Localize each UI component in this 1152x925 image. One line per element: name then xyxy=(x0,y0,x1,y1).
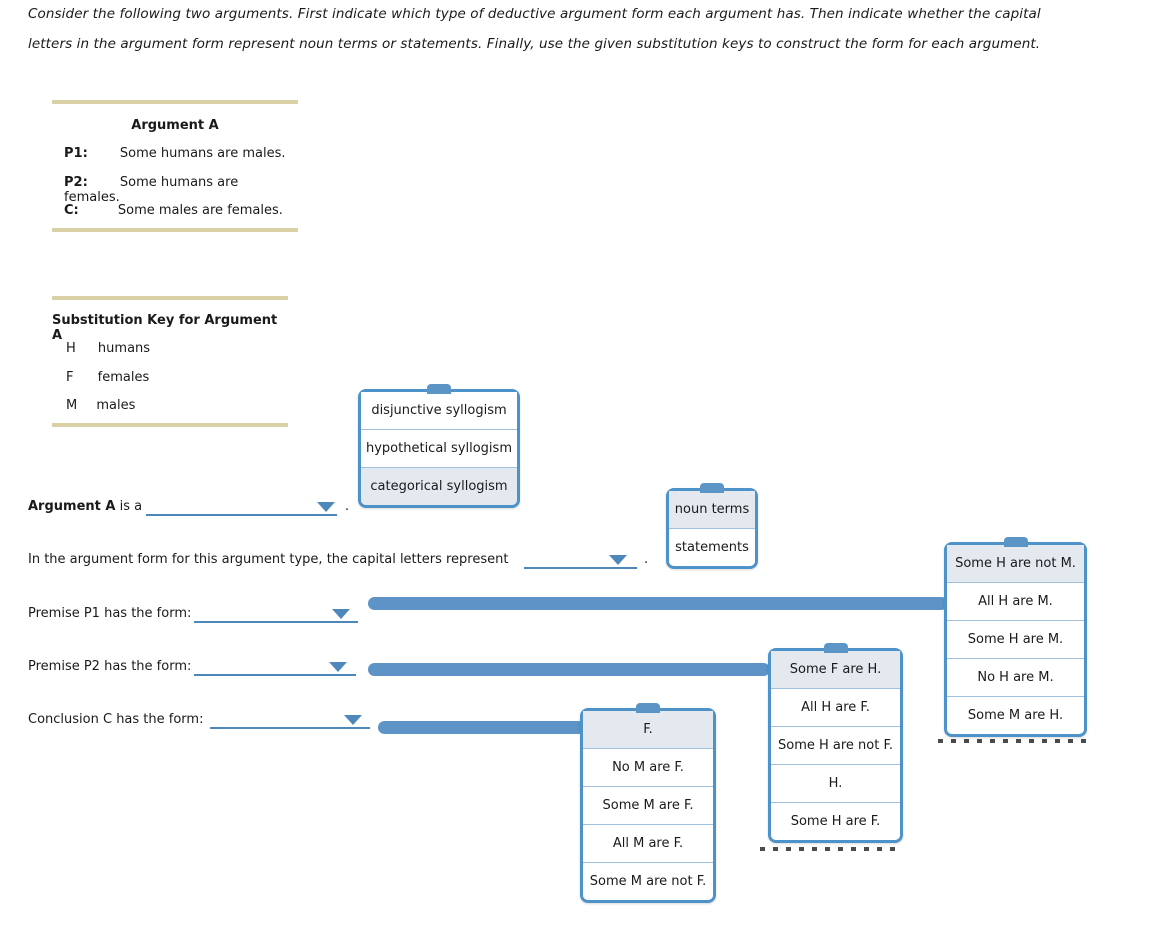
option-all-h-are-m[interactable]: All H are M. xyxy=(947,583,1084,621)
conclusion-c-connector-bar xyxy=(378,721,585,734)
argument-type-dropdown-arrow-icon[interactable] xyxy=(317,502,335,512)
question-capital-letters-period: . xyxy=(644,552,649,567)
option-some-m-are-h[interactable]: Some M are H. xyxy=(947,697,1084,734)
argument-type-blank[interactable] xyxy=(146,514,337,516)
premise-p1-text: Some humans are males. xyxy=(119,146,286,161)
premise-p2-blank[interactable] xyxy=(194,674,356,676)
conclusion-c-text: Some males are females. xyxy=(117,203,283,218)
capital-letters-options-popup: noun terms statements xyxy=(666,483,758,569)
key-row-f: F females xyxy=(66,370,149,385)
substitution-key-title: Substitution Key for Argument A xyxy=(52,313,278,343)
key-term-males: males xyxy=(96,398,136,413)
option-h[interactable]: H. xyxy=(771,765,900,803)
option-some-h-are-not-f[interactable]: Some H are not F. xyxy=(771,727,900,765)
premise-p2-connector-bar xyxy=(368,663,770,676)
option-disjunctive-syllogism[interactable]: disjunctive syllogism xyxy=(361,392,517,430)
option-some-f-are-h[interactable]: Some F are H. xyxy=(771,651,900,689)
conclusion-c-label: C: xyxy=(64,203,79,218)
premise-p1-blank[interactable] xyxy=(194,621,358,623)
premise-p1-dropdown-arrow-icon[interactable] xyxy=(332,609,350,619)
premise-p2-dropdown-arrow-icon[interactable] xyxy=(329,662,347,672)
argument-a-row-c: C: Some males are females. xyxy=(64,203,283,218)
option-some-m-are-not-f[interactable]: Some M are not F. xyxy=(583,863,713,900)
argument-a-title: Argument A xyxy=(131,118,219,133)
conclusion-c-blank[interactable] xyxy=(210,727,370,729)
premise-p2-label: P2: xyxy=(64,175,88,190)
conclusion-c-options-popup: F. No M are F. Some M are F. All M are F… xyxy=(580,703,716,903)
instructions-line-1: Consider the following two arguments. Fi… xyxy=(28,6,1041,22)
option-categorical-syllogism[interactable]: categorical syllogism xyxy=(361,468,517,505)
premise-p1-label: P1: xyxy=(64,146,88,161)
option-some-h-are-m[interactable]: Some H are M. xyxy=(947,621,1084,659)
option-all-m-are-f[interactable]: All M are F. xyxy=(583,825,713,863)
instructions-line-2: letters in the argument form represent n… xyxy=(28,36,1041,52)
question-capital-letters: In the argument form for this argument t… xyxy=(28,552,509,567)
option-some-h-are-not-m[interactable]: Some H are not M. xyxy=(947,545,1084,583)
premise-p2-form-label: Premise P2 has the form: xyxy=(28,659,192,674)
option-all-h-are-f[interactable]: All H are F. xyxy=(771,689,900,727)
clipped-text-artifact xyxy=(760,847,903,851)
question-argument-type-bold: Argument A xyxy=(28,499,116,514)
option-some-m-are-f[interactable]: Some M are F. xyxy=(583,787,713,825)
argument-type-options-popup: disjunctive syllogism hypothetical syllo… xyxy=(358,384,520,508)
premise-p2-options-popup: Some F are H. All H are F. Some H are no… xyxy=(768,643,903,843)
premise-p1-connector-bar xyxy=(368,597,948,610)
popup-handle-icon xyxy=(1003,537,1028,547)
option-some-h-are-f[interactable]: Some H are F. xyxy=(771,803,900,840)
key-row-h: H humans xyxy=(66,341,150,356)
capital-letters-blank[interactable] xyxy=(524,567,637,569)
conclusion-c-form-label: Conclusion C has the form: xyxy=(28,712,204,727)
option-no-m-are-f[interactable]: No M are F. xyxy=(583,749,713,787)
question-argument-type-rest: is a xyxy=(115,499,143,514)
question-argument-type-period: . xyxy=(345,499,350,514)
option-no-h-are-m[interactable]: No H are M. xyxy=(947,659,1084,697)
substitution-key-box: Substitution Key for Argument A H humans… xyxy=(52,296,288,427)
premise-p2-text: Some humans are females. xyxy=(64,175,239,205)
argument-a-box: Argument A P1: Some humans are males. P2… xyxy=(52,100,298,232)
clipped-text-artifact xyxy=(938,739,1090,743)
argument-a-row-p2: P2: Some humans are females. xyxy=(64,175,298,205)
key-symbol-f: F xyxy=(66,370,74,385)
popup-handle-icon xyxy=(700,483,724,493)
key-term-females: females xyxy=(97,370,150,385)
key-term-humans: humans xyxy=(97,341,151,356)
argument-a-row-p1: P1: Some humans are males. xyxy=(64,146,285,161)
conclusion-c-dropdown-arrow-icon[interactable] xyxy=(344,715,362,725)
key-symbol-m: M xyxy=(66,398,78,413)
premise-p1-form-label: Premise P1 has the form: xyxy=(28,606,192,621)
premise-p1-options-popup: Some H are not M. All H are M. Some H ar… xyxy=(944,537,1087,737)
key-row-m: M males xyxy=(66,398,135,413)
popup-handle-icon xyxy=(427,384,451,394)
key-symbol-h: H xyxy=(66,341,76,356)
capital-letters-dropdown-arrow-icon[interactable] xyxy=(609,555,627,565)
popup-handle-icon xyxy=(823,643,848,653)
option-statements[interactable]: statements xyxy=(669,529,755,566)
option-noun-terms[interactable]: noun terms xyxy=(669,491,755,529)
popup-handle-icon xyxy=(636,703,660,713)
option-f[interactable]: F. xyxy=(583,711,713,749)
question-argument-type: Argument A is a xyxy=(28,499,142,514)
option-hypothetical-syllogism[interactable]: hypothetical syllogism xyxy=(361,430,517,468)
